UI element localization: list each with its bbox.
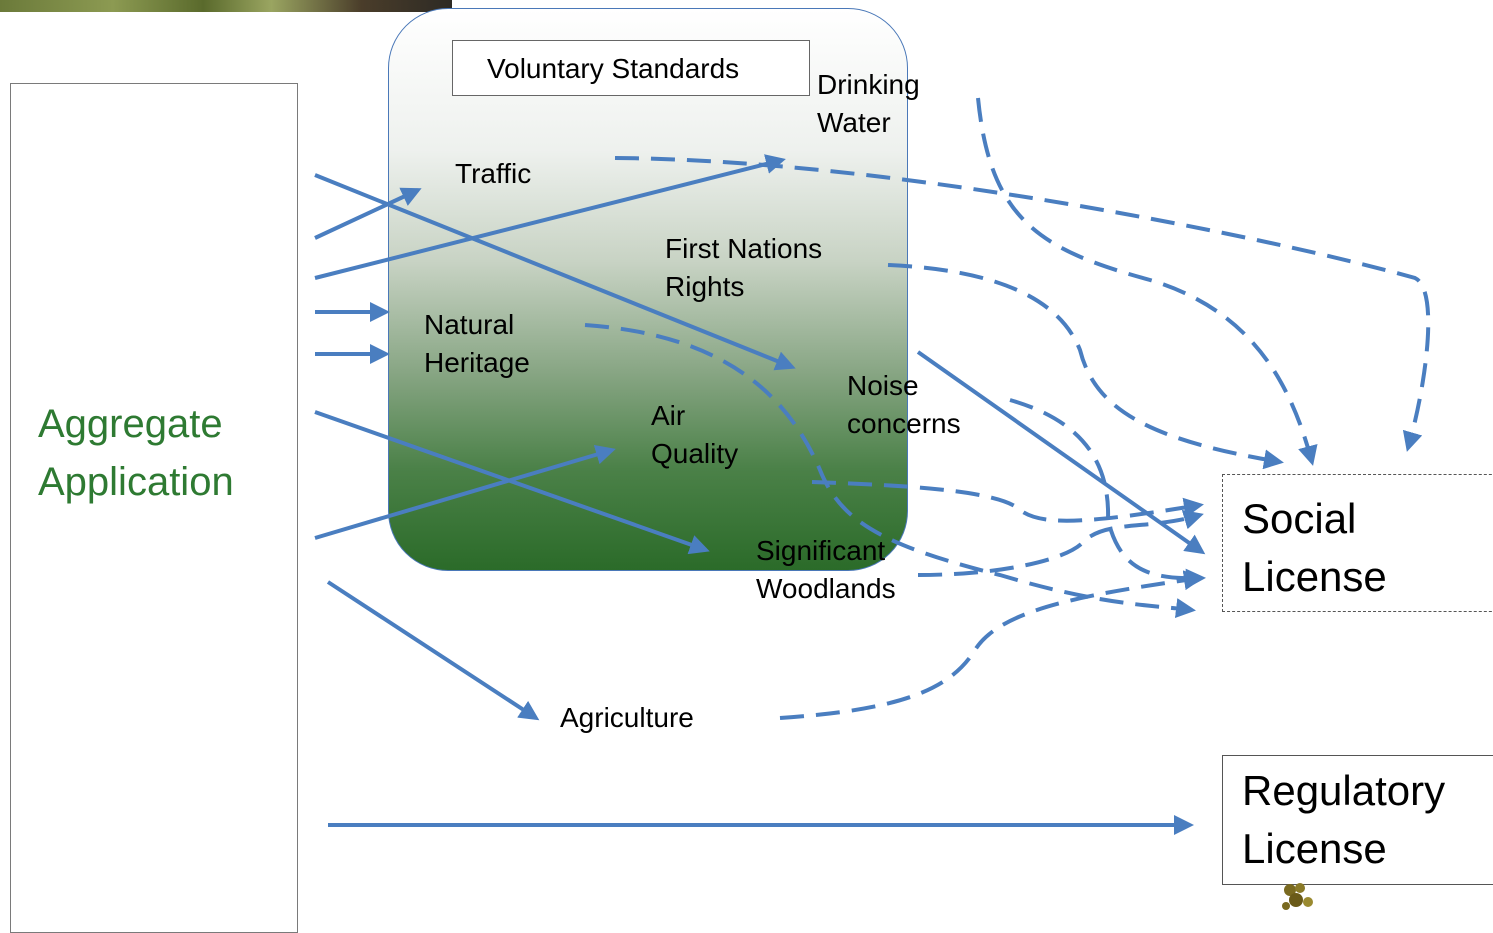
woodlands-line-2: Woodlands <box>756 573 896 604</box>
voluntary-standards-title: Voluntary Standards <box>487 53 740 84</box>
social-license-label: Social License <box>1242 490 1387 606</box>
natural-heritage-line-2: Heritage <box>424 347 530 378</box>
concern-natural-heritage: Natural Heritage <box>424 306 530 382</box>
dashed-firstnations-to-social <box>887 263 1284 470</box>
application-box <box>10 83 298 933</box>
noise-line-2: concerns <box>847 408 961 439</box>
first-nations-line-1: First Nations <box>665 233 823 264</box>
dashed-traffic-to-social <box>614 156 1431 452</box>
concern-traffic: Traffic <box>455 155 531 193</box>
arrow-to-drinking-water <box>314 154 786 280</box>
drinking-water-line-2: Water <box>817 107 891 138</box>
regulatory-license-label: Regulatory License <box>1242 762 1445 878</box>
regulatory-license-box <box>1222 755 1493 885</box>
air-quality-line-2: Quality <box>651 438 739 469</box>
arrow-to-traffic <box>314 187 422 240</box>
social-license-line-2: License <box>1242 553 1387 600</box>
arrow-to-agriculture <box>326 580 540 721</box>
air-quality-line-1: Air <box>651 400 686 431</box>
social-license-line-1: Social <box>1242 495 1357 542</box>
dashed-drinking-to-social <box>976 97 1318 466</box>
social-license-box <box>1222 474 1493 612</box>
woodlands-line-1: Significant <box>756 535 886 566</box>
concern-noise: Noise concerns <box>847 367 961 443</box>
regulatory-license-line-1: Regulatory <box>1242 767 1446 814</box>
concern-drinking-water: Drinking Water <box>817 66 920 142</box>
application-label: Aggregate Application <box>38 402 234 504</box>
dashed-noise-to-social <box>1009 398 1206 589</box>
regulatory-license-line-2: License <box>1242 825 1387 872</box>
arrow-to-air-quality <box>314 444 616 540</box>
voluntary-standards-title-box <box>452 40 810 96</box>
agriculture-line-1: Agriculture <box>560 702 694 733</box>
dashed-air-to-social <box>811 480 1204 523</box>
natural-heritage-line-1: Natural <box>424 309 515 340</box>
concern-agriculture: Agriculture <box>560 699 694 737</box>
concern-first-nations: First Nations Rights <box>665 230 822 306</box>
traffic-line-1: Traffic <box>455 158 532 189</box>
leaf-icon <box>1282 883 1313 910</box>
background-photo-strip <box>0 0 452 12</box>
arrow-to-noise <box>314 173 796 371</box>
first-nations-line-2: Rights <box>665 271 745 302</box>
dashed-heritage-to-social <box>584 323 1196 619</box>
arrow-noise-to-social <box>916 350 1206 555</box>
drinking-water-line-1: Drinking <box>817 69 920 100</box>
concern-air-quality: Air Quality <box>651 397 738 473</box>
concern-woodlands: Significant Woodlands <box>756 532 896 608</box>
noise-line-1: Noise <box>847 370 919 401</box>
